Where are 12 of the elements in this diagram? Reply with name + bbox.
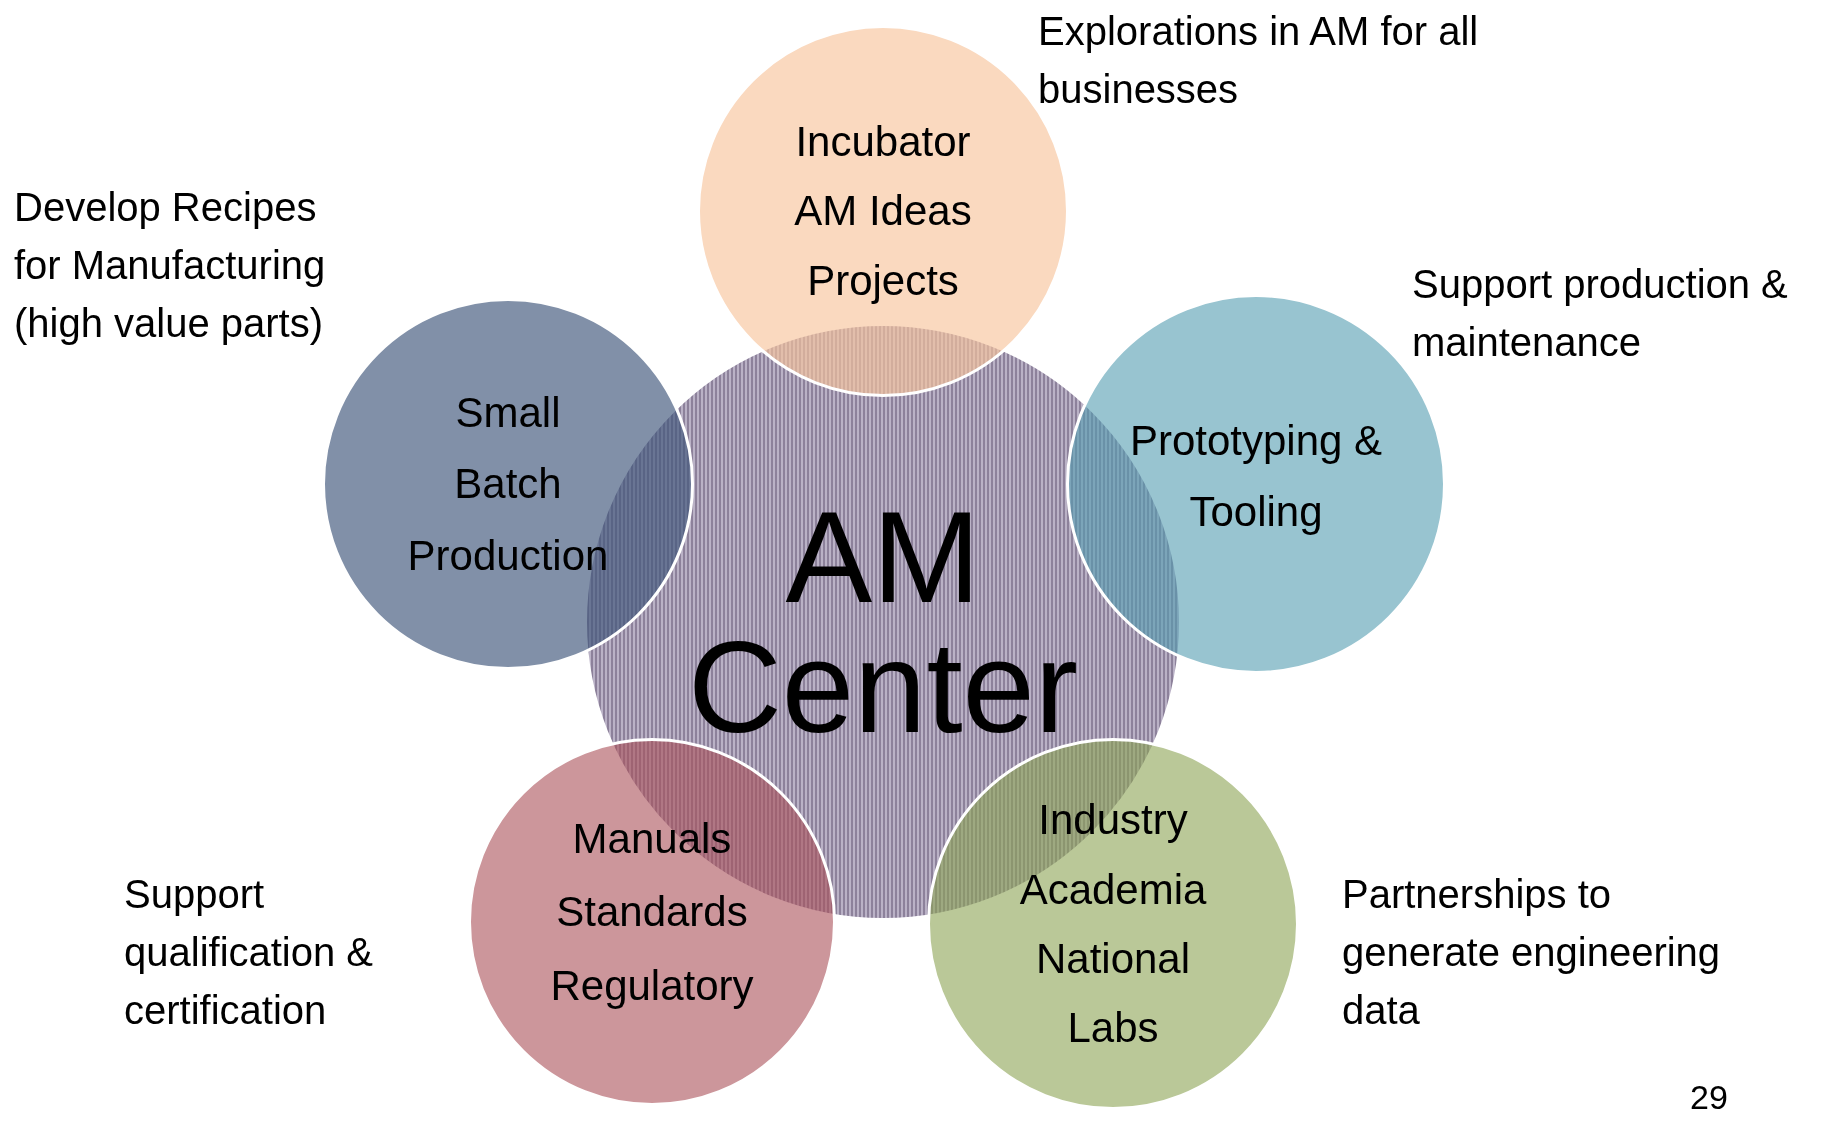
annotation-text: Support qualification & certification (124, 871, 375, 1034)
circle-label: Small Batch Production (407, 387, 609, 581)
circle-label: Industry Academia National Labs (1019, 795, 1207, 1054)
circle-label: Incubator AM Ideas Projects (793, 117, 973, 306)
circle-label: Prototyping & Tooling (1128, 415, 1384, 537)
circle-label: Manuals Standards Regulatory (550, 813, 754, 1011)
annotation-text: Support production & maintenance (1412, 261, 1789, 366)
page-number: 29 (1690, 1078, 1728, 1117)
circle-label: AM Center (687, 492, 1079, 752)
annotation-text: Explorations in AM for all businesses (1038, 8, 1480, 113)
annotation-text: Develop Recipes for Manufacturing (high value parts) (14, 184, 327, 347)
annotation-text: Partnerships to generate engineering data (1342, 871, 1722, 1034)
